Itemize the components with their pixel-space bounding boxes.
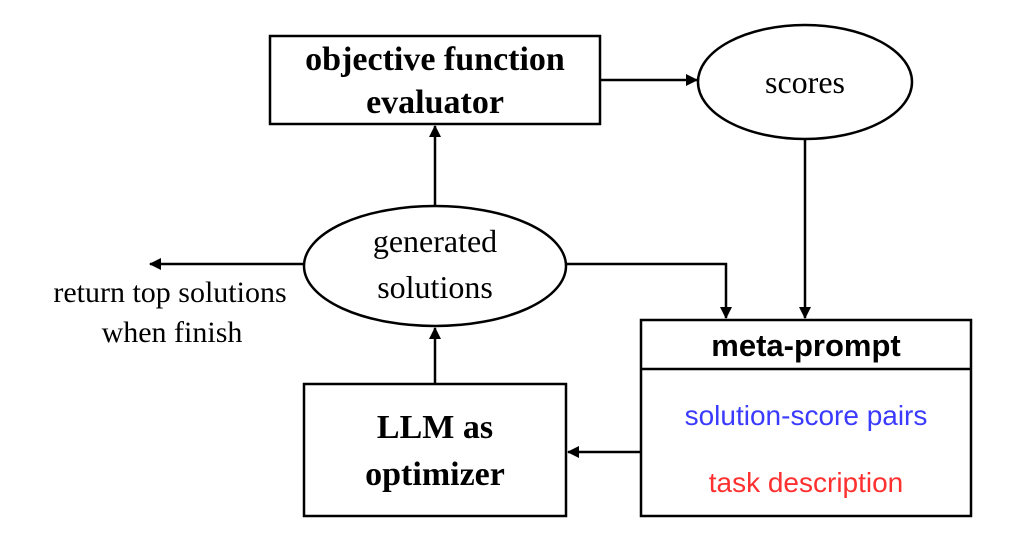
evaluator-label-line1: objective function — [305, 41, 565, 78]
optimizer-box — [302, 382, 568, 518]
generated-solutions-label-line2: solutions — [377, 269, 493, 305]
meta-prompt-pairs-text: solution-score pairs — [685, 400, 928, 431]
optimizer-label-line1: LLM as — [377, 409, 493, 446]
return-note-line2: when finish — [102, 316, 243, 349]
scores-label: scores — [765, 64, 845, 100]
return-note-line1: return top solutions — [53, 276, 286, 309]
generated-solutions-label-line1: generated — [373, 223, 497, 259]
meta-prompt-task-text: task description — [709, 467, 904, 498]
evaluator-box — [268, 34, 602, 126]
meta-prompt-title: meta-prompt — [711, 328, 900, 363]
meta-prompt-node: meta-prompt solution-score pairs task de… — [639, 318, 973, 518]
optimizer-node: LLM as optimizer — [302, 382, 568, 518]
meta-prompt-box — [639, 318, 973, 518]
optimizer-label-line2: optimizer — [365, 456, 505, 493]
arrow-generated-to-meta-prompt — [566, 262, 732, 319]
return-note: return top solutions when finish — [53, 276, 286, 349]
evaluator-node: objective function evaluator — [268, 34, 602, 126]
generated-solutions-node: generated solutions — [302, 204, 568, 328]
arrows — [149, 74, 811, 458]
scores-node: scores — [696, 23, 914, 141]
evaluator-label-line2: evaluator — [366, 84, 504, 121]
